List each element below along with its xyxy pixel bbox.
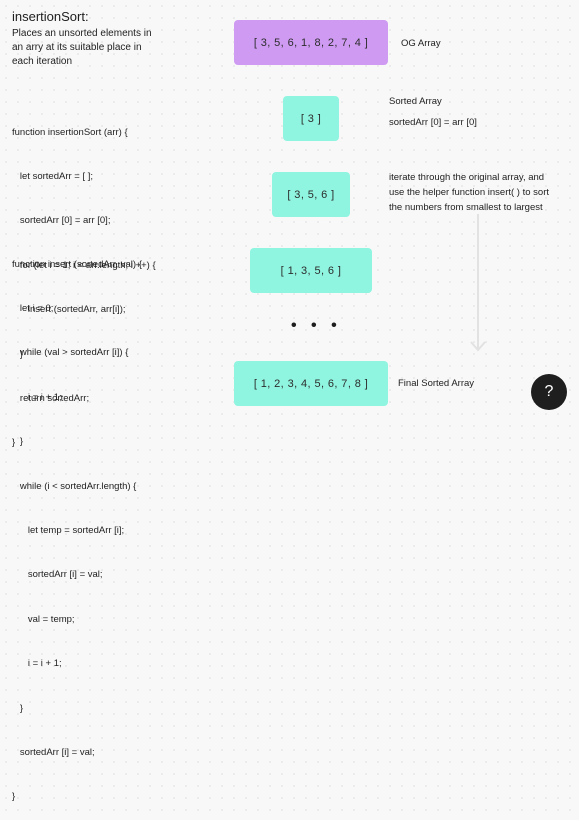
code-line: sortedArr [i] = val; (12, 746, 95, 758)
code-block-insert: function insert (sortedArr, val) { let i… (12, 228, 142, 820)
sorted-init-label: sortedArr [0] = arr [0] (389, 117, 477, 128)
iterate-note-line: use the helper function insert( ) to sor… (389, 187, 549, 198)
code-line: function insert (sortedArr, val) { (12, 258, 142, 270)
sorted-step-2-box: [ 3, 5, 6 ] (272, 172, 350, 217)
final-array-box: [ 1, 2, 3, 4, 5, 6, 7, 8 ] (234, 361, 388, 406)
diagram-title: insertionSort: (12, 9, 89, 24)
code-line: i = i + 1; (12, 658, 62, 670)
ellipsis: • • • (291, 317, 342, 334)
code-line: let temp = sortedArr [i]; (12, 524, 125, 536)
algorithm-description: Places an unsorted elements in an arry a… (12, 28, 152, 67)
iterate-note-line: iterate through the original array, and (389, 172, 545, 183)
iterate-note: iterate through the original array, and … (389, 170, 549, 215)
code-line: function insertionSort (arr) { (12, 126, 128, 138)
code-block-insertion-sort: function insertionSort (arr) { let sorte… (12, 96, 156, 466)
sorted-array-label: Sorted Array (389, 96, 442, 107)
code-line: } (12, 348, 24, 360)
code-line: i = i + 1; (12, 391, 62, 403)
code-line: } (12, 436, 24, 448)
help-icon: ? (544, 383, 554, 400)
final-sorted-label: Final Sorted Array (398, 378, 475, 389)
help-button[interactable]: ? (531, 374, 567, 410)
code-line: return sortedArr; (12, 392, 90, 404)
down-arrow-icon (470, 214, 486, 352)
code-line: while (val > sortedArr [i]) { (12, 347, 129, 359)
code-line: while (i < sortedArr.length) { (12, 480, 137, 492)
code-line: sortedArr [i] = val; (12, 569, 103, 581)
code-line: insert (sortedArr, arr[i]); (12, 304, 126, 316)
code-line: let i = 0; (12, 302, 54, 314)
og-array-box: [ 3, 5, 6, 1, 8, 2, 7, 4 ] (234, 20, 388, 65)
code-line: } (12, 791, 16, 803)
code-line: sortedArr [0] = arr [0]; (12, 215, 111, 227)
code-line: val = temp; (12, 613, 75, 625)
sorted-step-1-box: [ 3 ] (283, 96, 339, 141)
code-line: for (let i = 1; i < arr.length; i ++) { (12, 259, 156, 271)
code-line: let sortedArr = [ ]; (12, 170, 94, 182)
iterate-note-line: the numbers from smallest to largest (389, 202, 543, 213)
sorted-step-3-box: [ 1, 3, 5, 6 ] (250, 248, 372, 293)
code-line: } (12, 702, 24, 714)
og-array-label: OG Array (401, 38, 441, 49)
